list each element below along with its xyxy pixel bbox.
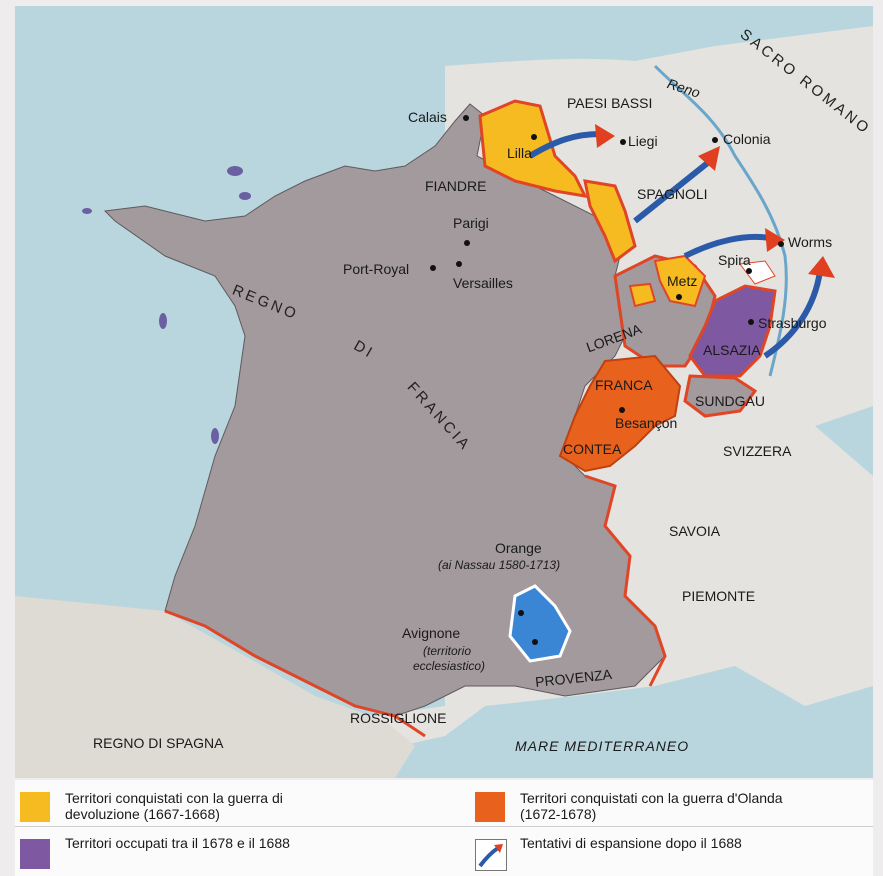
sundgau-area (683, 374, 758, 418)
label-paesi-bassi: PAESI BASSI (567, 95, 653, 111)
map: SACRO ROMANO IMPERO Reno PAESI BASSI Cal… (15, 6, 873, 778)
dot-orange (518, 610, 524, 616)
occupati-area-alsazia (688, 284, 777, 378)
label-orange-note: (ai Nassau 1580-1713) (438, 558, 561, 572)
dot-versailles (456, 261, 462, 267)
label-savoia: SAVOIA (669, 523, 721, 539)
legend-swatch-devoluzione (20, 792, 50, 822)
expansion-arrowhead-1 (595, 124, 615, 148)
label-alsazia: ALSAZIA (703, 342, 761, 358)
dot-besancon (619, 407, 625, 413)
legend-row: Territori occupati tra il 1678 e il 1688… (15, 827, 873, 873)
label-contea: CONTEA (563, 441, 622, 457)
expansion-arrowhead-3 (765, 228, 785, 252)
label-orange: Orange (495, 540, 542, 556)
island (239, 192, 251, 200)
legend-swatch-olanda (475, 792, 505, 822)
reno-river (653, 64, 788, 377)
legend-text-olanda: Territori conquistati con la guerra d'Ol… (520, 790, 783, 822)
label-colonia: Colonia (723, 131, 771, 147)
label-metz: Metz (667, 273, 698, 289)
label-versailles: Versailles (453, 275, 513, 291)
expansion-arrow-3 (683, 233, 771, 259)
dot-spira (746, 268, 752, 274)
dot-lilla (531, 134, 537, 140)
label-liegi: Liegi (628, 133, 658, 149)
dot-liegi (620, 139, 626, 145)
label-franca: FRANCA (595, 377, 653, 393)
label-lilla: Lilla (507, 145, 532, 161)
devoluzione-area-lilla (478, 99, 588, 198)
island (227, 166, 243, 176)
label-piemonte: PIEMONTE (682, 588, 756, 604)
dot-calais (463, 115, 469, 121)
dot-parigi (464, 240, 470, 246)
spain-land (15, 596, 415, 778)
expansion-arrow-1 (528, 131, 601, 159)
label-spira: Spira (718, 252, 751, 268)
map-drawing (15, 26, 873, 778)
legend: Territori conquistati con la guerra di d… (15, 780, 873, 876)
island (159, 313, 167, 329)
label-svizzera: SVIZZERA (723, 443, 792, 459)
label-port-royal: Port-Royal (343, 261, 410, 277)
spira-enclave (739, 260, 776, 285)
label-avignone-note-2: ecclesiastico) (413, 659, 486, 673)
legend-text-devoluzione: Territori conquistati con la guerra di d… (65, 790, 283, 822)
olanda-area-franca-contea (558, 354, 682, 473)
legend-row: Territori conquistati con la guerra di d… (15, 780, 873, 827)
expansion-arrowhead-4 (808, 256, 835, 278)
dot-strasburgo (748, 319, 754, 325)
label-rossiglione: ROSSIGLIONE (350, 710, 447, 726)
alps-border (584, 474, 667, 687)
label-regno-di-spagna: REGNO DI SPAGNA (93, 735, 224, 751)
expansion-arrow-2 (633, 158, 712, 224)
legend-text-occupati: Territori occupati tra il 1678 e il 1688 (65, 835, 290, 851)
legend-text-tentativi: Tentativi di espansione dopo il 1688 (520, 835, 742, 851)
expansion-arrowhead-2 (698, 146, 720, 171)
label-calais: Calais (408, 109, 447, 125)
legend-swatch-occupati (20, 839, 50, 869)
neighbouring-land (15, 26, 873, 776)
island (211, 428, 219, 444)
label-worms: Worms (788, 234, 833, 250)
expansion-arrow-icon (478, 844, 503, 868)
devoluzione-area-small (628, 282, 657, 308)
label-besancon: Besançon (615, 415, 678, 431)
dot-metz (676, 294, 682, 300)
label-parigi: Parigi (453, 215, 489, 231)
pyrenees-border (164, 609, 426, 738)
dot-worms (778, 241, 784, 247)
label-strasburgo: Strasburgo (758, 315, 827, 331)
dot-port-royal (430, 265, 436, 271)
label-sundgau: SUNDGAU (695, 393, 766, 409)
dot-colonia (712, 137, 718, 143)
dot-avignone (532, 639, 538, 645)
label-spagnoli: SPAGNOLI (637, 186, 708, 202)
label-avignone: Avignone (402, 625, 461, 641)
avignone-enclave (508, 584, 572, 663)
legend-swatch-tentativi (475, 839, 507, 871)
label-fiandre: FIANDRE (425, 178, 487, 194)
devoluzione-area-south (583, 179, 637, 264)
expansion-arrow-4 (763, 270, 823, 359)
label-avignone-note-1: (territorio (423, 644, 472, 658)
label-mare-mediterraneo: MARE MEDITERRANEO (515, 738, 690, 754)
island (82, 208, 92, 214)
